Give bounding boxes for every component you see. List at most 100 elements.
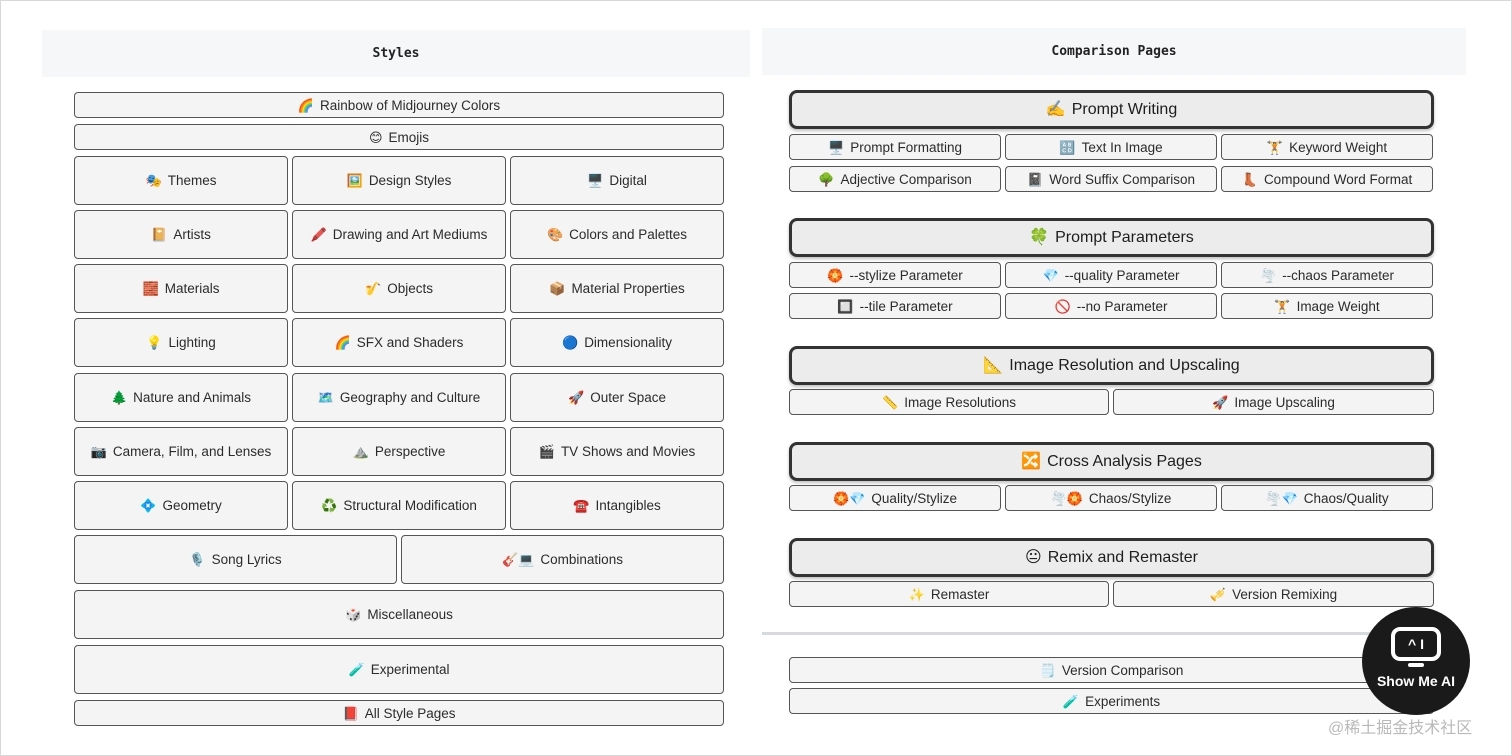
colors-palettes-button[interactable]: 🎨 Colors and Palettes xyxy=(510,210,724,259)
remix-remaster-button[interactable]: 😐 Remix and Remaster xyxy=(789,538,1434,577)
geography-culture-button[interactable]: 🗺️ Geography and Culture xyxy=(292,373,506,422)
button-label: Version Remixing xyxy=(1232,586,1338,602)
tv-robot-icon: ^ I xyxy=(1391,627,1441,661)
chaos-stylize-button[interactable]: 🌪️🏵️ Chaos/Stylize xyxy=(1005,485,1217,511)
button-label: Word Suffix Comparison xyxy=(1049,171,1195,187)
camera-film-lenses-button[interactable]: 📷 Camera, Film, and Lenses xyxy=(74,427,288,476)
rosette-gem-icon: 🏵️💎 xyxy=(833,490,866,506)
chaos-quality-button[interactable]: 🌪️💎 Chaos/Quality xyxy=(1221,485,1433,511)
keyword-weight-button[interactable]: 🏋️ Keyword Weight xyxy=(1221,134,1433,160)
dimensionality-button[interactable]: 🔵 Dimensionality xyxy=(510,318,724,367)
section-divider xyxy=(762,632,1438,635)
image-weight-button[interactable]: 🏋️ Image Weight xyxy=(1221,293,1433,319)
notebook-icon: 📓 xyxy=(1027,171,1044,187)
trumpet-icon: 🎺 xyxy=(1209,586,1227,602)
button-label: Prompt Parameters xyxy=(1055,228,1194,246)
tv-shows-movies-button[interactable]: 🎬 TV Shows and Movies xyxy=(510,427,724,476)
button-label: All Style Pages xyxy=(364,705,456,721)
tornado-icon: 🌪️ xyxy=(1260,267,1277,283)
version-comparison-button[interactable]: 🗒️ Version Comparison xyxy=(789,657,1434,683)
rocket-icon: 🚀 xyxy=(568,390,585,405)
perspective-button[interactable]: ⛰️ Perspective xyxy=(292,427,506,476)
prompt-formatting-button[interactable]: 🖥️ Prompt Formatting xyxy=(789,134,1001,160)
geometry-button[interactable]: 💠 Geometry xyxy=(74,481,288,530)
cross-analysis-pages-button[interactable]: 🔀 Cross Analysis Pages xyxy=(789,442,1434,481)
monitor-icon: 🖥️ xyxy=(828,139,845,155)
weight-lifter-icon: 🏋️ xyxy=(1274,298,1291,314)
remaster-button[interactable]: ✨ Remaster xyxy=(789,581,1109,607)
emojis-button[interactable]: 😊 Emojis xyxy=(74,124,724,150)
themes-button[interactable]: 🎭 Themes xyxy=(74,156,288,205)
song-lyrics-button[interactable]: 🎙️ Song Lyrics xyxy=(74,535,397,584)
tile-parameter-button[interactable]: 🔲 --tile Parameter xyxy=(789,293,1001,319)
materials-button[interactable]: 🧱 Materials xyxy=(74,264,288,313)
objects-button[interactable]: 🎷 Objects xyxy=(292,264,506,313)
experimental-button[interactable]: 🧪 Experimental xyxy=(74,645,724,694)
drawing-mediums-button[interactable]: 🖍️ Drawing and Art Mediums xyxy=(292,210,506,259)
button-label: Combinations xyxy=(540,552,623,567)
combinations-button[interactable]: 🎸💻 Combinations xyxy=(401,535,724,584)
badge-text: Show Me AI xyxy=(1376,673,1456,689)
telephone-icon: ☎️ xyxy=(573,498,590,513)
sfx-shaders-button[interactable]: 🌈 SFX and Shaders xyxy=(292,318,506,367)
book-icon: 📕 xyxy=(342,705,359,721)
material-properties-button[interactable]: 📦 Material Properties xyxy=(510,264,724,313)
compound-word-format-button[interactable]: 👢 Compound Word Format xyxy=(1221,166,1433,192)
button-label: --tile Parameter xyxy=(859,298,953,314)
rainbow-colors-button[interactable]: 🌈 Rainbow of Midjourney Colors xyxy=(74,92,724,118)
recycle-icon: ♻️ xyxy=(321,498,338,513)
rainbow-icon: 🌈 xyxy=(334,335,351,350)
prompt-parameters-button[interactable]: 🍀 Prompt Parameters xyxy=(789,218,1434,257)
button-label: Prompt Writing xyxy=(1071,100,1178,118)
world-map-icon: 🗺️ xyxy=(317,390,334,405)
button-label: Experiments xyxy=(1085,693,1161,709)
styles-header: Styles xyxy=(42,30,750,77)
neutral-face-icon: 😐 xyxy=(1025,548,1042,566)
button-label: Colors and Palettes xyxy=(569,227,687,242)
tornado-rosette-icon: 🌪️🏵️ xyxy=(1050,490,1083,506)
no-parameter-button[interactable]: 🚫 --no Parameter xyxy=(1005,293,1217,319)
button-label: TV Shows and Movies xyxy=(560,444,696,459)
brick-icon: 🧱 xyxy=(142,281,159,296)
quality-stylize-button[interactable]: 🏵️💎 Quality/Stylize xyxy=(789,485,1001,511)
design-styles-button[interactable]: 🖼️ Design Styles xyxy=(292,156,506,205)
quality-parameter-button[interactable]: 💎 --quality Parameter xyxy=(1005,262,1217,288)
button-label: Quality/Stylize xyxy=(871,490,957,506)
all-style-pages-button[interactable]: 📕 All Style Pages xyxy=(74,700,724,726)
image-upscaling-button[interactable]: 🚀 Image Upscaling xyxy=(1113,389,1434,415)
palette-icon: 🎨 xyxy=(546,227,564,242)
word-suffix-comparison-button[interactable]: 📓 Word Suffix Comparison xyxy=(1005,166,1217,192)
button-label: Lighting xyxy=(168,335,216,350)
notepad-icon: 🗒️ xyxy=(1039,662,1056,678)
outer-space-button[interactable]: 🚀 Outer Space xyxy=(510,373,724,422)
chaos-parameter-button[interactable]: 🌪️ --chaos Parameter xyxy=(1221,262,1433,288)
button-label: Image Resolutions xyxy=(904,394,1016,410)
experiments-button[interactable]: 🧪 Experiments xyxy=(789,688,1434,714)
miscellaneous-button[interactable]: 🎲 Miscellaneous xyxy=(74,590,724,639)
gem-icon: 💎 xyxy=(1042,267,1059,283)
adjective-comparison-button[interactable]: 🌳 Adjective Comparison xyxy=(789,166,1001,192)
stylize-parameter-button[interactable]: 🏵️ --stylize Parameter xyxy=(789,262,1001,288)
test-tube-icon: 🧪 xyxy=(348,662,365,677)
button-label: --quality Parameter xyxy=(1064,267,1180,283)
image-resolution-upscaling-button[interactable]: 📐 Image Resolution and Upscaling xyxy=(789,346,1434,385)
digital-button[interactable]: 🖥️ Digital xyxy=(510,156,724,205)
square-icon: 🔲 xyxy=(837,298,854,314)
tree-icon: 🌳 xyxy=(818,171,835,187)
clapper-board-icon: 🎬 xyxy=(538,444,555,459)
structural-modification-button[interactable]: ♻️ Structural Modification xyxy=(292,481,506,530)
prohibited-icon: 🚫 xyxy=(1054,298,1071,314)
version-remixing-button[interactable]: 🎺 Version Remixing xyxy=(1113,581,1434,607)
smiley-icon: 😊 xyxy=(368,129,383,145)
intangibles-button[interactable]: ☎️ Intangibles xyxy=(510,481,724,530)
tornado-gem-icon: 🌪️💎 xyxy=(1265,490,1298,506)
image-resolutions-button[interactable]: 📏 Image Resolutions xyxy=(789,389,1109,415)
button-label: Text In Image xyxy=(1081,139,1163,155)
nature-animals-button[interactable]: 🌲 Nature and Animals xyxy=(74,373,288,422)
artists-button[interactable]: 📔 Artists xyxy=(74,210,288,259)
button-label: Song Lyrics xyxy=(211,552,282,567)
prompt-writing-button[interactable]: ✍️ Prompt Writing xyxy=(789,90,1434,129)
lighting-button[interactable]: 💡 Lighting xyxy=(74,318,288,367)
text-in-image-button[interactable]: 🔠 Text In Image xyxy=(1005,134,1217,160)
badge-stand xyxy=(1408,663,1424,667)
